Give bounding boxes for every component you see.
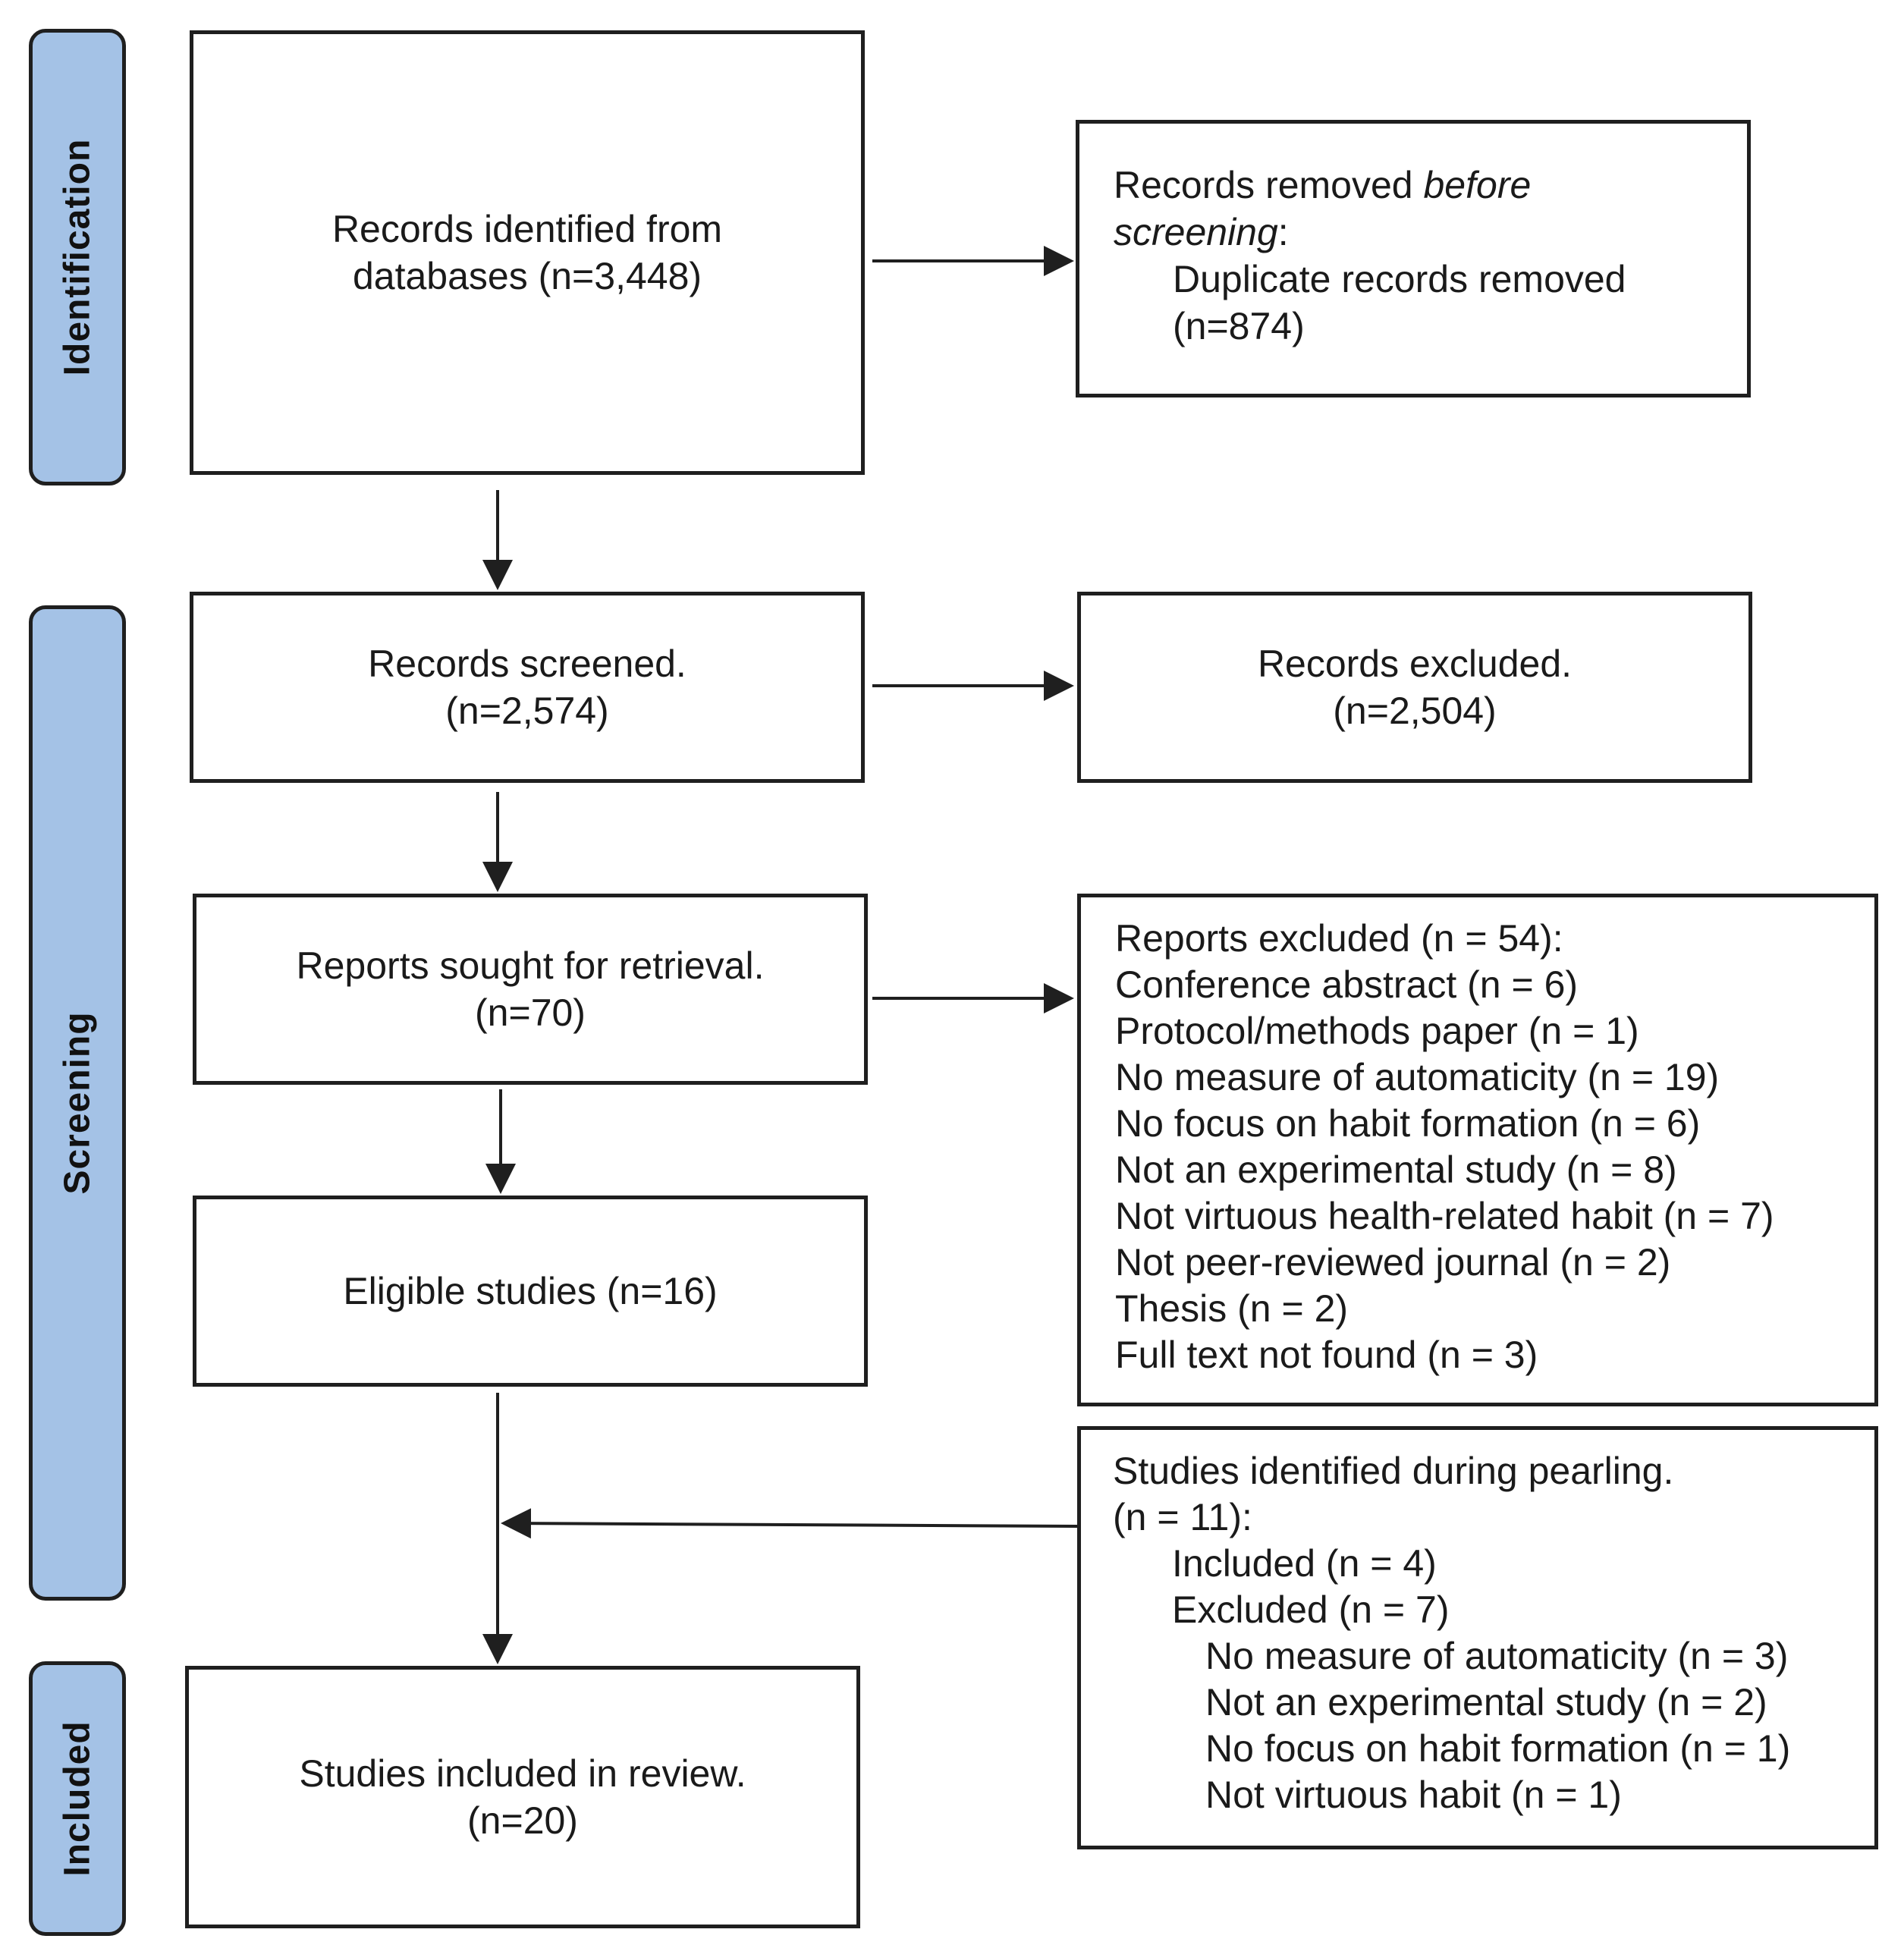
reports-excluded-item: Conference abstract (n = 6)	[1115, 963, 1579, 1006]
records-screened-box: Records screened. (n=2,574)	[190, 592, 865, 783]
reports-sought-count: (n=70)	[475, 991, 586, 1034]
records-screened-label: Records screened.	[368, 643, 687, 685]
reports-excluded-item: Full text not found (n = 3)	[1115, 1334, 1538, 1376]
studies-included-label: Studies included in review.	[299, 1752, 746, 1795]
reports-excluded-item: Not virtuous health-related habit (n = 7…	[1115, 1195, 1774, 1237]
duplicate-records-count: (n=874)	[1173, 305, 1305, 347]
duplicate-records-label: Duplicate records removed	[1173, 258, 1626, 300]
pearling-reason: No focus on habit formation (n = 1)	[1205, 1727, 1791, 1770]
records-screened-count: (n=2,574)	[445, 690, 609, 732]
reports-excluded-item: Protocol/methods paper (n = 1)	[1115, 1010, 1639, 1052]
records-excluded-label: Records excluded.	[1257, 643, 1573, 685]
records-identified-line2: databases (n=3,448)	[352, 255, 702, 297]
records-identified-line1: Records identified from	[331, 208, 723, 250]
pearling-reason: Not virtuous habit (n = 1)	[1205, 1774, 1622, 1816]
reports-excluded-item: Not peer-reviewed journal (n = 2)	[1115, 1241, 1671, 1284]
pearling-heading: Studies identified during pearling.	[1113, 1450, 1674, 1492]
reports-sought-label: Reports sought for retrieval.	[296, 944, 765, 987]
arrow-pearling-to-flow	[501, 1508, 1078, 1539]
eligible-studies-box: Eligible studies (n=16)	[193, 1196, 868, 1387]
stage-identification: Identification	[29, 29, 126, 485]
reports-excluded-item: Not an experimental study (n = 8)	[1115, 1148, 1677, 1191]
reports-excluded-item: No focus on habit formation (n = 6)	[1115, 1102, 1701, 1145]
studies-included-count: (n=20)	[467, 1799, 578, 1842]
records-removed-heading-cont: screening:	[1114, 211, 1289, 253]
records-excluded-count: (n=2,504)	[1333, 690, 1497, 732]
records-removed-heading: Records removed before	[1114, 164, 1532, 206]
reports-excluded-item: No measure of automaticity (n = 19)	[1115, 1056, 1720, 1098]
reports-sought-box: Reports sought for retrieval. (n=70)	[193, 894, 868, 1085]
eligible-studies-label: Eligible studies (n=16)	[343, 1270, 718, 1312]
pearling-reason: Not an experimental study (n = 2)	[1205, 1681, 1767, 1723]
pearling-included: Included (n = 4)	[1172, 1542, 1437, 1585]
pearling-count: (n = 11):	[1113, 1496, 1252, 1538]
stage-included: Included	[29, 1661, 126, 1936]
reports-excluded-header: Reports excluded (n = 54):	[1115, 917, 1563, 960]
studies-included-box: Studies included in review. (n=20)	[185, 1666, 860, 1928]
stage-screening: Screening	[29, 605, 126, 1601]
reports-excluded-box: Reports excluded (n = 54): Conference ab…	[1077, 894, 1878, 1406]
pearling-excluded: Excluded (n = 7)	[1172, 1588, 1450, 1631]
pearling-box: Studies identified during pearling. (n =…	[1077, 1426, 1878, 1849]
records-removed-box: Records removed before screening: Duplic…	[1076, 120, 1751, 397]
pearling-reason: No measure of automaticity (n = 3)	[1205, 1635, 1789, 1677]
records-identified-box: Records identified from databases (n=3,4…	[190, 30, 865, 475]
records-excluded-box: Records excluded. (n=2,504)	[1077, 592, 1752, 783]
reports-excluded-item: Thesis (n = 2)	[1115, 1287, 1349, 1330]
